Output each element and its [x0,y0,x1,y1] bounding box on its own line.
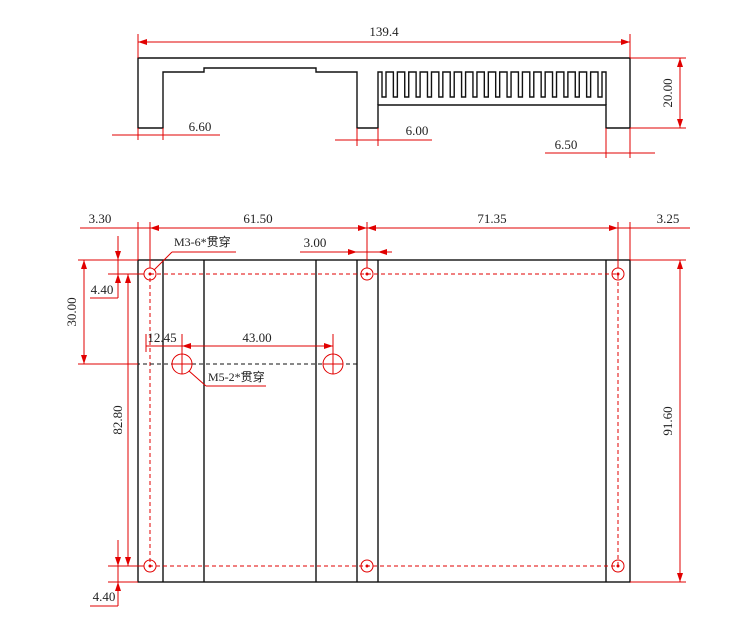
dim-overall-length: 139.4 [369,24,399,39]
dim-right-foot: 6.50 [555,137,578,152]
dim-m5-spacing: 43.00 [242,330,271,345]
side-view: 139.4 20.00 6.60 6.00 6.50 [112,24,686,158]
fin-slots [377,71,607,105]
dim-hole-offset-top: 4.40 [91,282,114,297]
hole-center-line [149,273,619,567]
m3-hole [611,559,625,573]
dim-hole-span-vertical: 82.80 [110,405,125,434]
side-profile-outline [137,57,631,129]
dim-hole-offset-bottom: 4.40 [93,589,116,604]
dim-left-foot: 6.60 [189,119,212,134]
heatsink-fins [377,71,607,105]
dim-m5-offset: 12.45 [147,330,176,345]
dim-right-margin: 3.25 [657,211,680,226]
dim-overall-height: 91.60 [660,406,675,435]
plan-view: 3.30 61.50 71.35 3.25 3.00 M3-6*贯穿 30.00… [64,211,690,607]
m3-hole [360,559,374,573]
dim-center-offset: 30.00 [64,297,79,326]
note-m3-holes: M3-6*贯穿 [174,234,231,249]
plate-outline [137,259,631,583]
dim-mid-foot: 6.00 [406,123,429,138]
dim-left-section: 61.50 [243,211,272,226]
dim-left-margin: 3.30 [89,211,112,226]
dim-groove: 3.00 [304,235,327,250]
note-m5-holes: M5-2*贯穿 [208,369,265,384]
dim-right-section: 71.35 [477,211,506,226]
dim-height: 20.00 [660,78,675,107]
m3-holes [143,267,625,573]
